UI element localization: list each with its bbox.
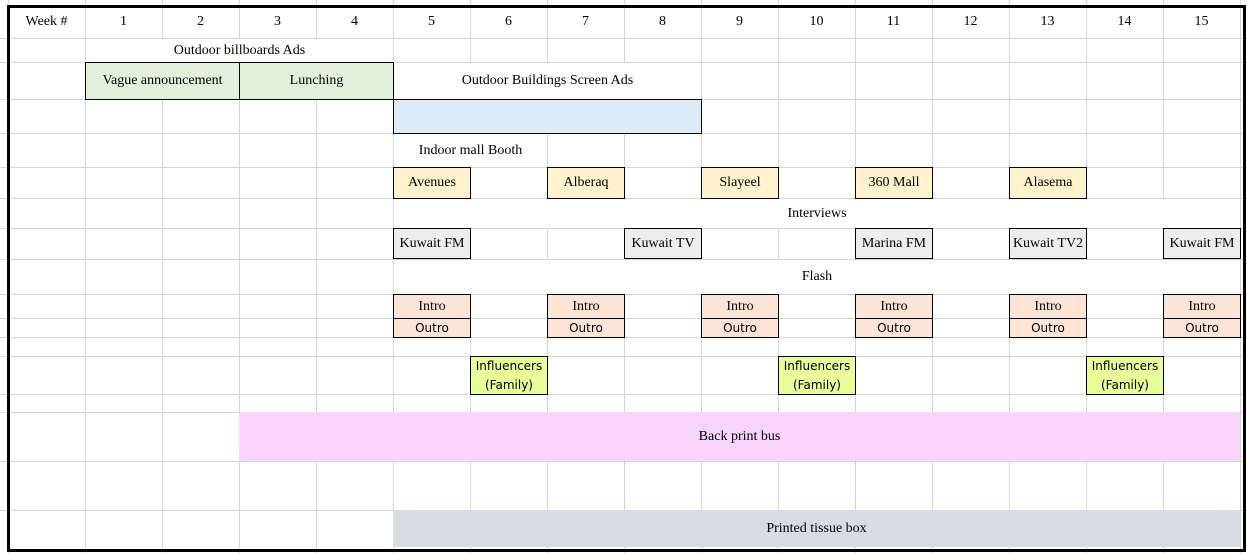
flash-outro[interactable]: Outro <box>1163 318 1241 338</box>
influencers-cell[interactable]: Influencers (Family) <box>1086 356 1164 395</box>
grid-line <box>0 394 1247 395</box>
week-number[interactable]: 6 <box>505 14 512 29</box>
mall-booth-360-mall[interactable]: 360 Mall <box>855 167 933 199</box>
flash-intro[interactable]: Intro <box>1163 294 1241 319</box>
mall-booth-alasema[interactable]: Alasema <box>1009 167 1087 199</box>
week-number[interactable]: 10 <box>809 14 824 29</box>
week-number[interactable]: 5 <box>428 14 435 29</box>
influencers-label: Influencers <box>1091 358 1159 373</box>
interview-kuwait-tv2[interactable]: Kuwait TV2 <box>1009 228 1087 259</box>
interview-kuwait-fm-2[interactable]: Kuwait FM <box>1163 228 1241 259</box>
flash-intro[interactable]: Intro <box>701 294 779 319</box>
flash-intro[interactable]: Intro <box>547 294 625 319</box>
influencers-sublabel: (Family) <box>793 377 841 392</box>
grid-line <box>239 0 240 553</box>
week-number[interactable]: 8 <box>659 14 666 29</box>
week-number[interactable]: 12 <box>963 14 978 29</box>
flash-outro[interactable]: Outro <box>1009 318 1087 338</box>
vague-announcement-cell[interactable]: Vague announcement <box>85 62 240 100</box>
flash-outro[interactable]: Outro <box>701 318 779 338</box>
printed-tissue-box-bar[interactable]: Printed tissue box <box>393 510 1240 547</box>
grid-line <box>8 0 9 553</box>
grid-line <box>0 38 1247 39</box>
week-header-label[interactable]: Week # <box>25 14 68 29</box>
influencers-sublabel: (Family) <box>1101 377 1149 392</box>
influencers-label: Influencers <box>783 358 851 373</box>
week-number[interactable]: 4 <box>351 14 358 29</box>
indoor-mall-title[interactable]: Indoor mall Booth <box>394 134 547 167</box>
back-print-bus-bar[interactable]: Back print bus <box>239 412 1240 461</box>
lunching-cell[interactable]: Lunching <box>239 62 394 100</box>
flash-intro[interactable]: Intro <box>855 294 933 319</box>
week-number[interactable]: 3 <box>274 14 281 29</box>
week-number[interactable]: 9 <box>736 14 743 29</box>
grid-line <box>1240 0 1241 553</box>
flash-outro[interactable]: Outro <box>855 318 933 338</box>
flash-outro[interactable]: Outro <box>547 318 625 338</box>
week-number[interactable]: 2 <box>197 14 204 29</box>
week-number[interactable]: 14 <box>1117 14 1132 29</box>
grid-line <box>0 62 1247 63</box>
outdoor-billboards-title[interactable]: Outdoor billboards Ads <box>86 39 393 62</box>
grid-line <box>0 228 1247 229</box>
week-number[interactable]: 15 <box>1194 14 1209 29</box>
week-number[interactable]: 11 <box>886 14 901 29</box>
influencers-cell[interactable]: Influencers (Family) <box>470 356 548 395</box>
outdoor-buildings-bar[interactable] <box>393 99 702 134</box>
mall-booth-slayeel[interactable]: Slayeel <box>701 167 779 199</box>
grid-line <box>162 0 163 553</box>
interview-marina-fm[interactable]: Marina FM <box>855 228 933 259</box>
grid-line <box>393 0 394 553</box>
week-number[interactable]: 13 <box>1040 14 1055 29</box>
week-number[interactable]: 7 <box>582 14 589 29</box>
grid-line <box>85 0 86 553</box>
influencers-sublabel: (Family) <box>485 377 533 392</box>
week-number[interactable]: 1 <box>120 14 127 29</box>
grid-line <box>0 461 1247 462</box>
flash-title[interactable]: Flash <box>394 260 1240 294</box>
flash-intro[interactable]: Intro <box>1009 294 1087 319</box>
influencers-label: Influencers <box>475 358 543 373</box>
flash-intro[interactable]: Intro <box>393 294 471 319</box>
outdoor-buildings-title[interactable]: Outdoor Buildings Screen Ads <box>394 63 701 99</box>
grid-line <box>316 0 317 553</box>
flash-outro[interactable]: Outro <box>393 318 471 338</box>
interviews-title[interactable]: Interviews <box>394 199 1240 228</box>
influencers-cell[interactable]: Influencers (Family) <box>778 356 856 395</box>
grid-line <box>0 356 1247 357</box>
mall-booth-avenues[interactable]: Avenues <box>393 167 471 199</box>
interview-kuwait-tv[interactable]: Kuwait TV <box>624 228 702 259</box>
interview-kuwait-fm[interactable]: Kuwait FM <box>393 228 471 259</box>
grid-line <box>0 259 1247 260</box>
mall-booth-alberaq[interactable]: Alberaq <box>547 167 625 199</box>
